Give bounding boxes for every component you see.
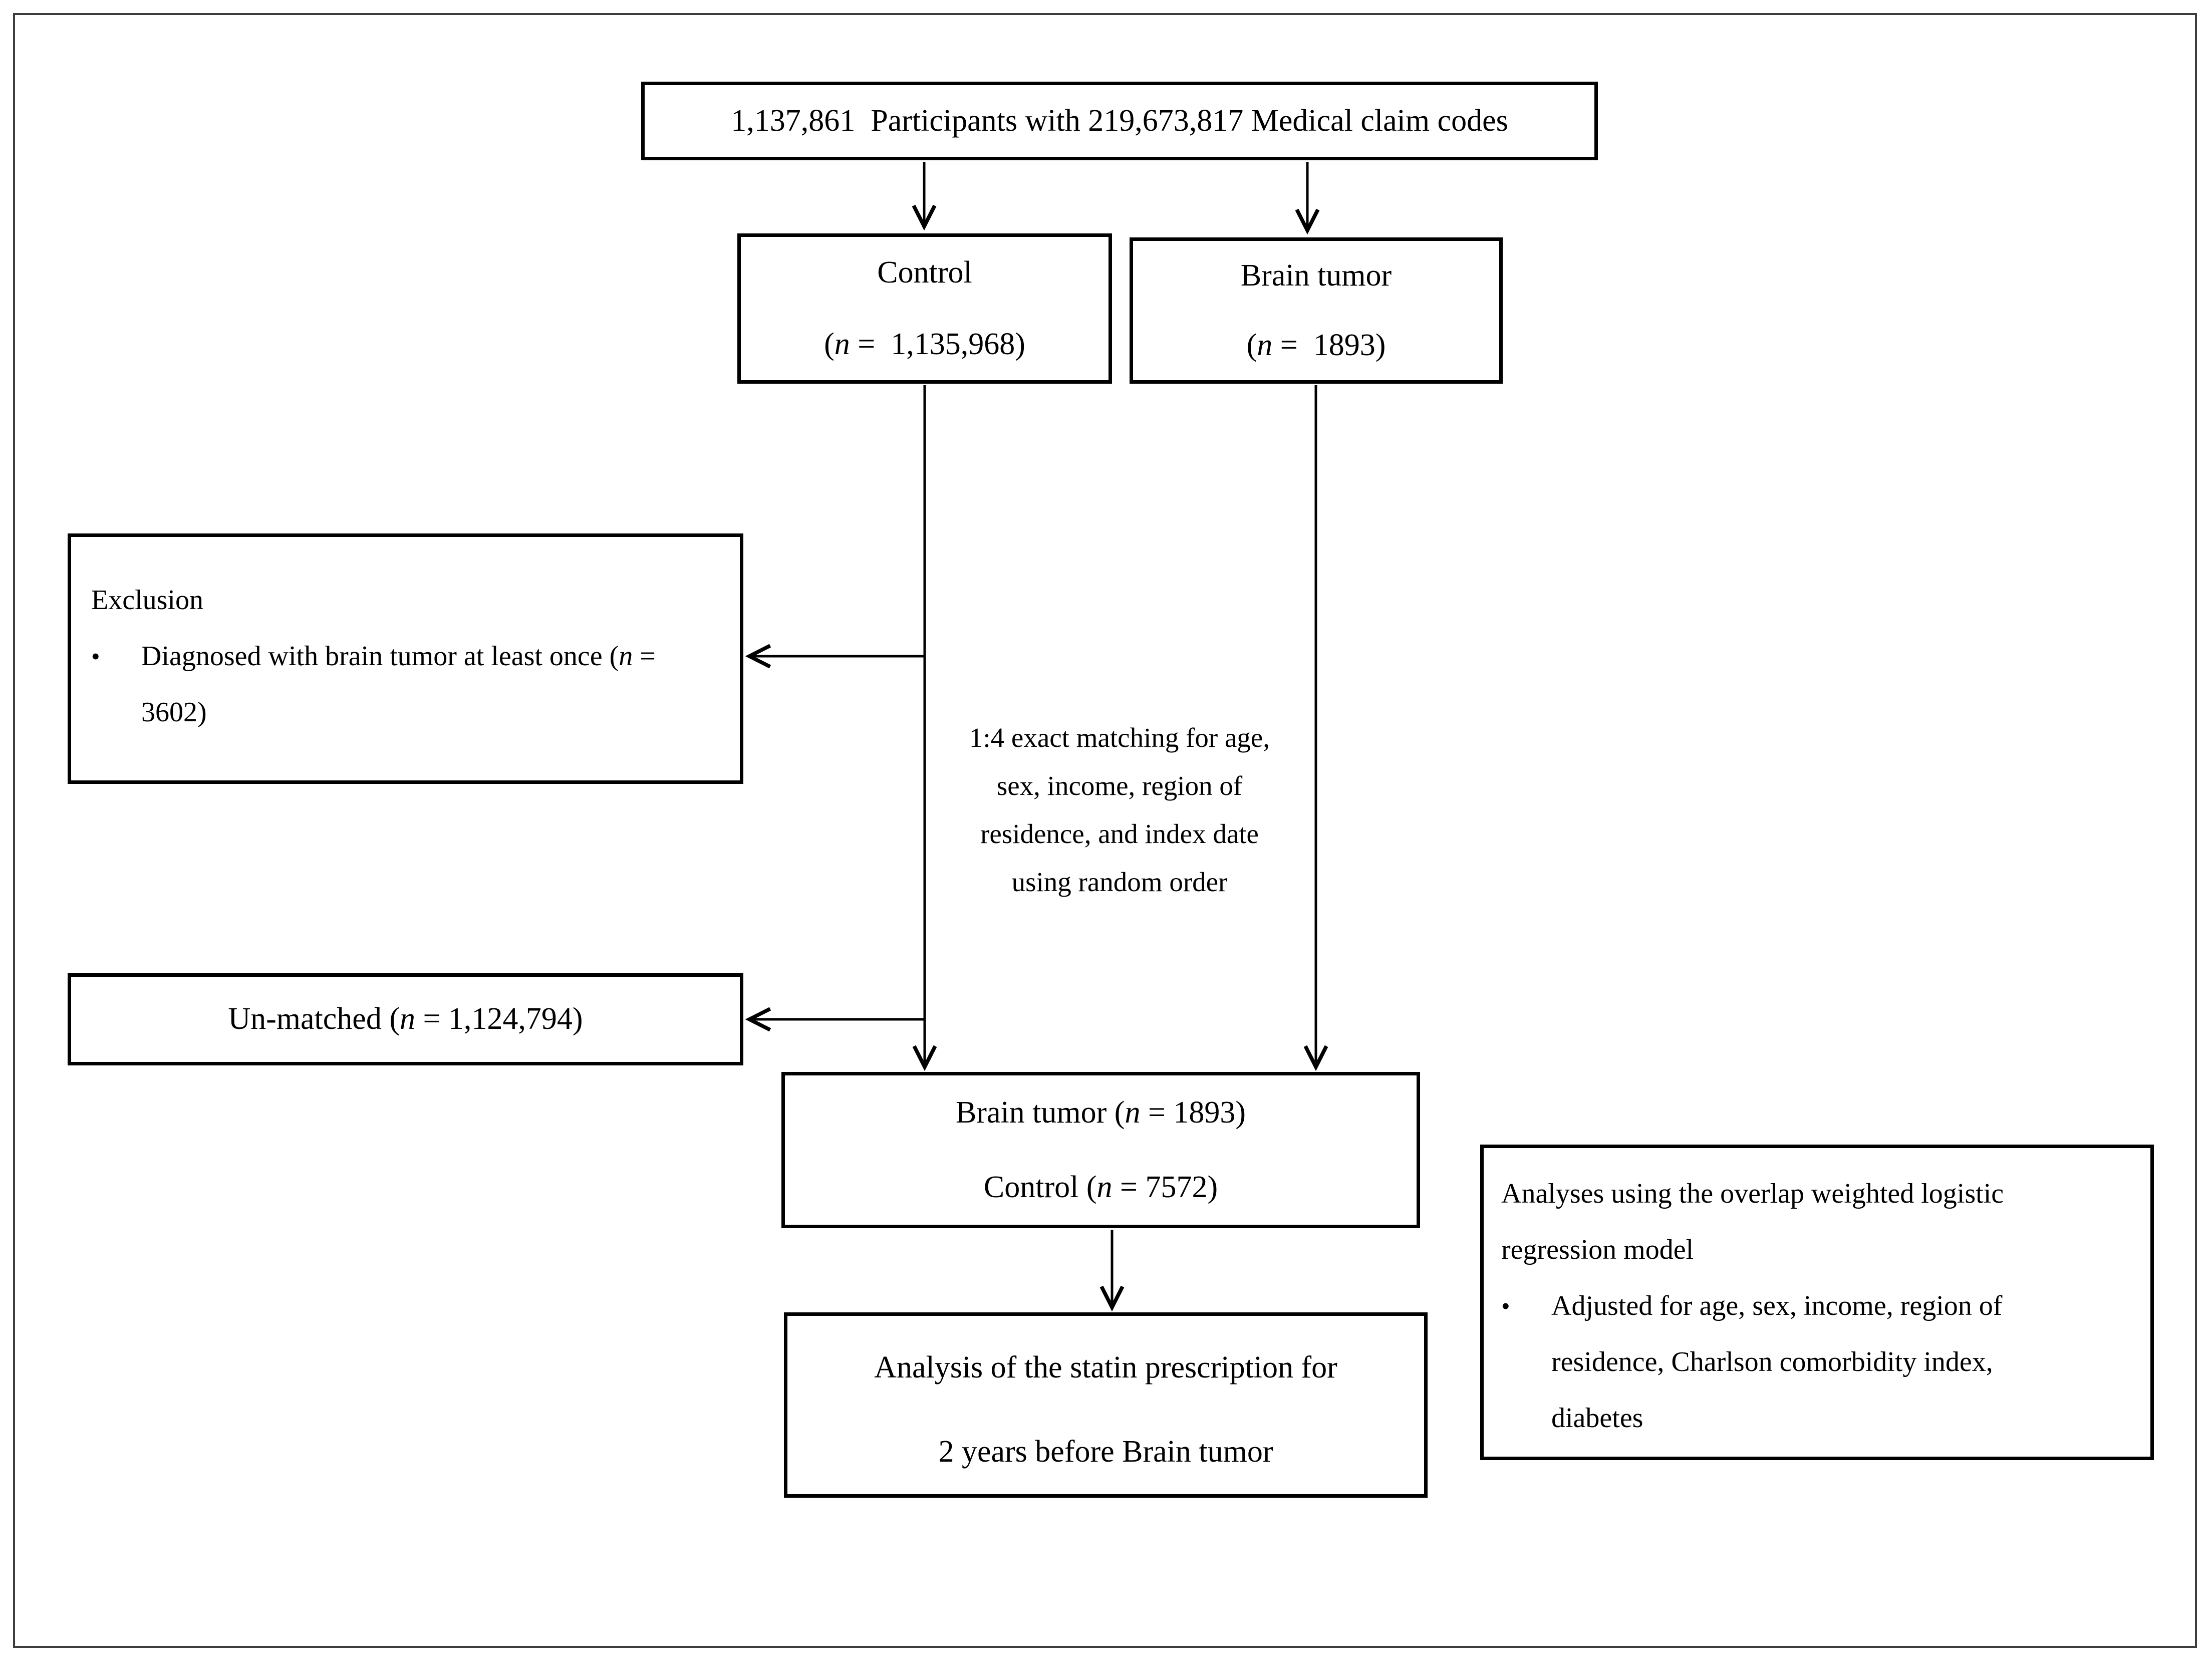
exclusion-item-line1: Diagnosed with brain tumor at least once…	[141, 628, 727, 684]
matched-cohort-box: Brain tumor (n = 1893) Control (n = 7572…	[781, 1072, 1420, 1228]
matching-note-line1: 1:4 exact matching for age,	[969, 722, 1270, 753]
control-box-title: Control	[877, 255, 972, 290]
analysis-note-item-text: Adjusted for age, sex, income, region of…	[1551, 1278, 2138, 1446]
exclusion-n-italic: n	[619, 641, 633, 672]
exclusion-heading: Exclusion	[91, 585, 203, 616]
matched-box-line1: Brain tumor (n = 1893)	[956, 1093, 1246, 1133]
control-count-value: = 1,135,968)	[850, 327, 1025, 361]
analysis-note-line1: Analyses using the overlap weighted logi…	[1501, 1178, 2004, 1209]
unmatched-n-italic: n	[399, 1002, 415, 1036]
exclusion-item: • Diagnosed with brain tumor at least on…	[91, 628, 727, 740]
analysis-note-item: • Adjusted for age, sex, income, region …	[1501, 1278, 2138, 1446]
analysis-note-item-line2: residence, Charlson comorbidity index,	[1551, 1346, 1993, 1377]
matched-line1-pre: Brain tumor (	[955, 1095, 1125, 1130]
matching-note-line3: residence, and index date	[980, 818, 1259, 849]
exclusion-item-line2: 3602)	[141, 697, 207, 728]
analysis-box-line1: Analysis of the statin prescription for	[874, 1350, 1337, 1385]
top-box-text: 1,137,861 Participants with 219,673,817 …	[731, 103, 1508, 138]
bullet-marker: •	[1501, 1292, 1510, 1320]
matched-line1-value: = 1893)	[1140, 1095, 1246, 1130]
unmatched-pre: Un-matched (	[228, 1002, 400, 1036]
matched-line1-n-italic: n	[1125, 1095, 1141, 1130]
brain-tumor-box-title: Brain tumor	[1240, 258, 1392, 293]
unmatched-box-text: Un-matched (n = 1,124,794)	[228, 1000, 583, 1039]
analysis-note-line2: regression model	[1501, 1234, 1694, 1265]
analysis-note-box: Analyses using the overlap weighted logi…	[1480, 1145, 2154, 1460]
brain-tumor-count-value: = 1893)	[1272, 328, 1386, 362]
analysis-box: Analysis of the statin prescription for …	[784, 1312, 1428, 1498]
brain-tumor-n-italic: n	[1257, 328, 1273, 362]
brain-tumor-box: Brain tumor (n = 1893)	[1130, 237, 1503, 384]
brain-tumor-box-count: (n = 1893)	[1247, 326, 1386, 365]
brain-tumor-count-open: (	[1246, 328, 1257, 362]
control-box-count: (n = 1,135,968)	[824, 325, 1025, 364]
top-box: 1,137,861 Participants with 219,673,817 …	[641, 82, 1598, 160]
control-n-italic: n	[834, 327, 850, 361]
exclusion-line1-post: =	[633, 641, 656, 672]
matching-note: 1:4 exact matching for age, sex, income,…	[927, 714, 1312, 906]
exclusion-line1-pre: Diagnosed with brain tumor at least once…	[141, 641, 619, 672]
unmatched-box: Un-matched (n = 1,124,794)	[68, 973, 743, 1065]
analysis-note-item-line1: Adjusted for age, sex, income, region of	[1551, 1290, 2003, 1321]
exclusion-item-text: Diagnosed with brain tumor at least once…	[141, 628, 727, 740]
analysis-box-line2: 2 years before Brain tumor	[938, 1435, 1273, 1469]
matched-line2-value: = 7572)	[1112, 1170, 1218, 1204]
matching-note-line4: using random order	[1011, 867, 1228, 897]
matched-line2-n-italic: n	[1096, 1170, 1113, 1204]
unmatched-count-value: = 1,124,794)	[415, 1002, 583, 1036]
figure-border	[13, 13, 2197, 1648]
matching-note-line2: sex, income, region of	[996, 770, 1243, 801]
exclusion-box: Exclusion • Diagnosed with brain tumor a…	[68, 533, 743, 784]
matched-line2-pre: Control (	[983, 1170, 1097, 1204]
control-box: Control (n = 1,135,968)	[737, 233, 1112, 384]
control-count-open: (	[824, 327, 835, 361]
bullet-marker: •	[91, 642, 100, 670]
matched-box-line2: Control (n = 7572)	[984, 1168, 1218, 1207]
analysis-note-item-line3: diabetes	[1551, 1403, 1643, 1434]
